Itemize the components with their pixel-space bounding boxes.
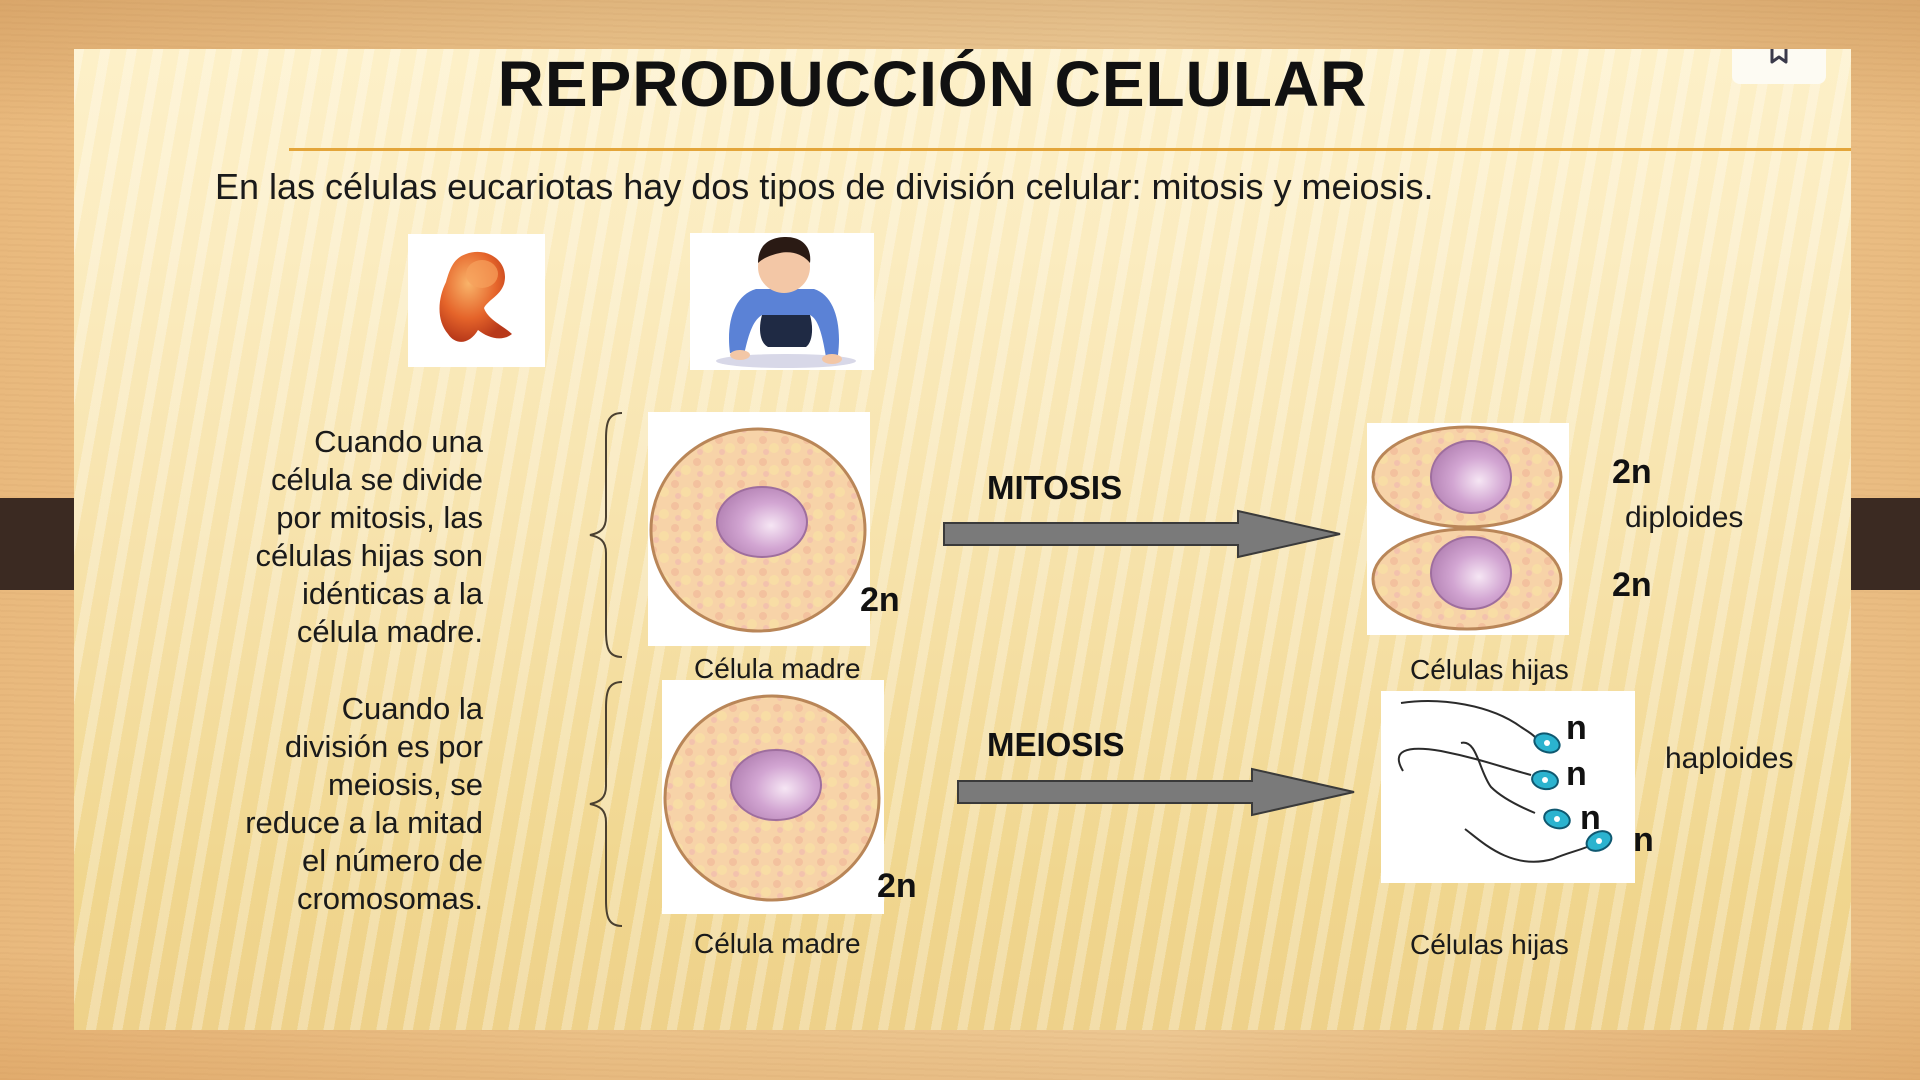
mitosis-line: célula madre. bbox=[296, 614, 483, 649]
mitosis-daughter-ploidy-1: 2n bbox=[1612, 453, 1652, 491]
slide-title: REPRODUCCIÓN CELULAR bbox=[497, 48, 1368, 120]
meiosis-line: reduce a la mitad bbox=[245, 805, 483, 840]
side-band-right bbox=[1851, 498, 1920, 590]
meiosis-mother-ploidy: 2n bbox=[877, 867, 917, 905]
mitosis-arrow-label: MITOSIS bbox=[987, 469, 1123, 506]
mitosis-line: Cuando una bbox=[314, 424, 483, 459]
mitosis-daughter-cells-image bbox=[1367, 423, 1569, 635]
meiosis-mother-label: Célula madre bbox=[694, 928, 861, 959]
mitosis-line: idénticas a la bbox=[302, 576, 483, 611]
slide-subtitle: En las células eucariotas hay dos tipos … bbox=[215, 166, 1434, 207]
mitosis-description: Cuando una célula se divide por mitosis,… bbox=[256, 423, 483, 651]
mitosis-line: células hijas son bbox=[255, 538, 483, 573]
meiosis-type-label: haploides bbox=[1665, 742, 1794, 775]
meiosis-line: Cuando la bbox=[341, 691, 483, 726]
mitosis-daughter-label: Células hijas bbox=[1410, 654, 1569, 685]
meiosis-daughter-ploidy-1: n bbox=[1566, 709, 1587, 747]
meiosis-brace bbox=[589, 681, 623, 927]
mitosis-type-label: diploides bbox=[1625, 501, 1744, 534]
slide: REPRODUCCIÓN CELULAR En las células euca… bbox=[74, 49, 1851, 1030]
title-divider bbox=[289, 148, 1851, 151]
meiosis-mother-cell-image bbox=[662, 680, 884, 914]
meiosis-daughter-ploidy-2: n bbox=[1566, 755, 1587, 793]
mitosis-line: por mitosis, las bbox=[276, 500, 483, 535]
mitosis-brace bbox=[589, 412, 623, 658]
mitosis-mother-label: Célula madre bbox=[694, 653, 861, 684]
mitosis-daughter-ploidy-2: 2n bbox=[1612, 566, 1652, 604]
bookmark-icon bbox=[1770, 49, 1788, 64]
mitosis-mother-ploidy: 2n bbox=[860, 581, 900, 619]
baby-image bbox=[690, 233, 874, 370]
meiosis-daughter-ploidy-3: n bbox=[1580, 799, 1601, 837]
meiosis-line: división es por bbox=[284, 729, 483, 764]
side-band-left bbox=[0, 498, 74, 590]
meiosis-line: cromosomas. bbox=[296, 881, 483, 916]
meiosis-arrow-label: MEIOSIS bbox=[987, 726, 1125, 763]
embryo-image bbox=[408, 234, 545, 367]
meiosis-daughter-cells-image bbox=[1381, 691, 1635, 883]
meiosis-line: el número de bbox=[302, 843, 483, 878]
mitosis-mother-cell-image bbox=[648, 412, 870, 646]
meiosis-daughter-ploidy-4: n bbox=[1633, 821, 1654, 859]
meiosis-daughter-label: Células hijas bbox=[1410, 929, 1569, 960]
meiosis-arrow bbox=[957, 767, 1355, 817]
mitosis-arrow bbox=[943, 509, 1341, 559]
meiosis-line: meiosis, se bbox=[327, 767, 483, 802]
bookmark-button[interactable] bbox=[1732, 49, 1826, 84]
mitosis-line: célula se divide bbox=[271, 462, 483, 497]
meiosis-description: Cuando la división es por meiosis, se re… bbox=[245, 690, 483, 918]
